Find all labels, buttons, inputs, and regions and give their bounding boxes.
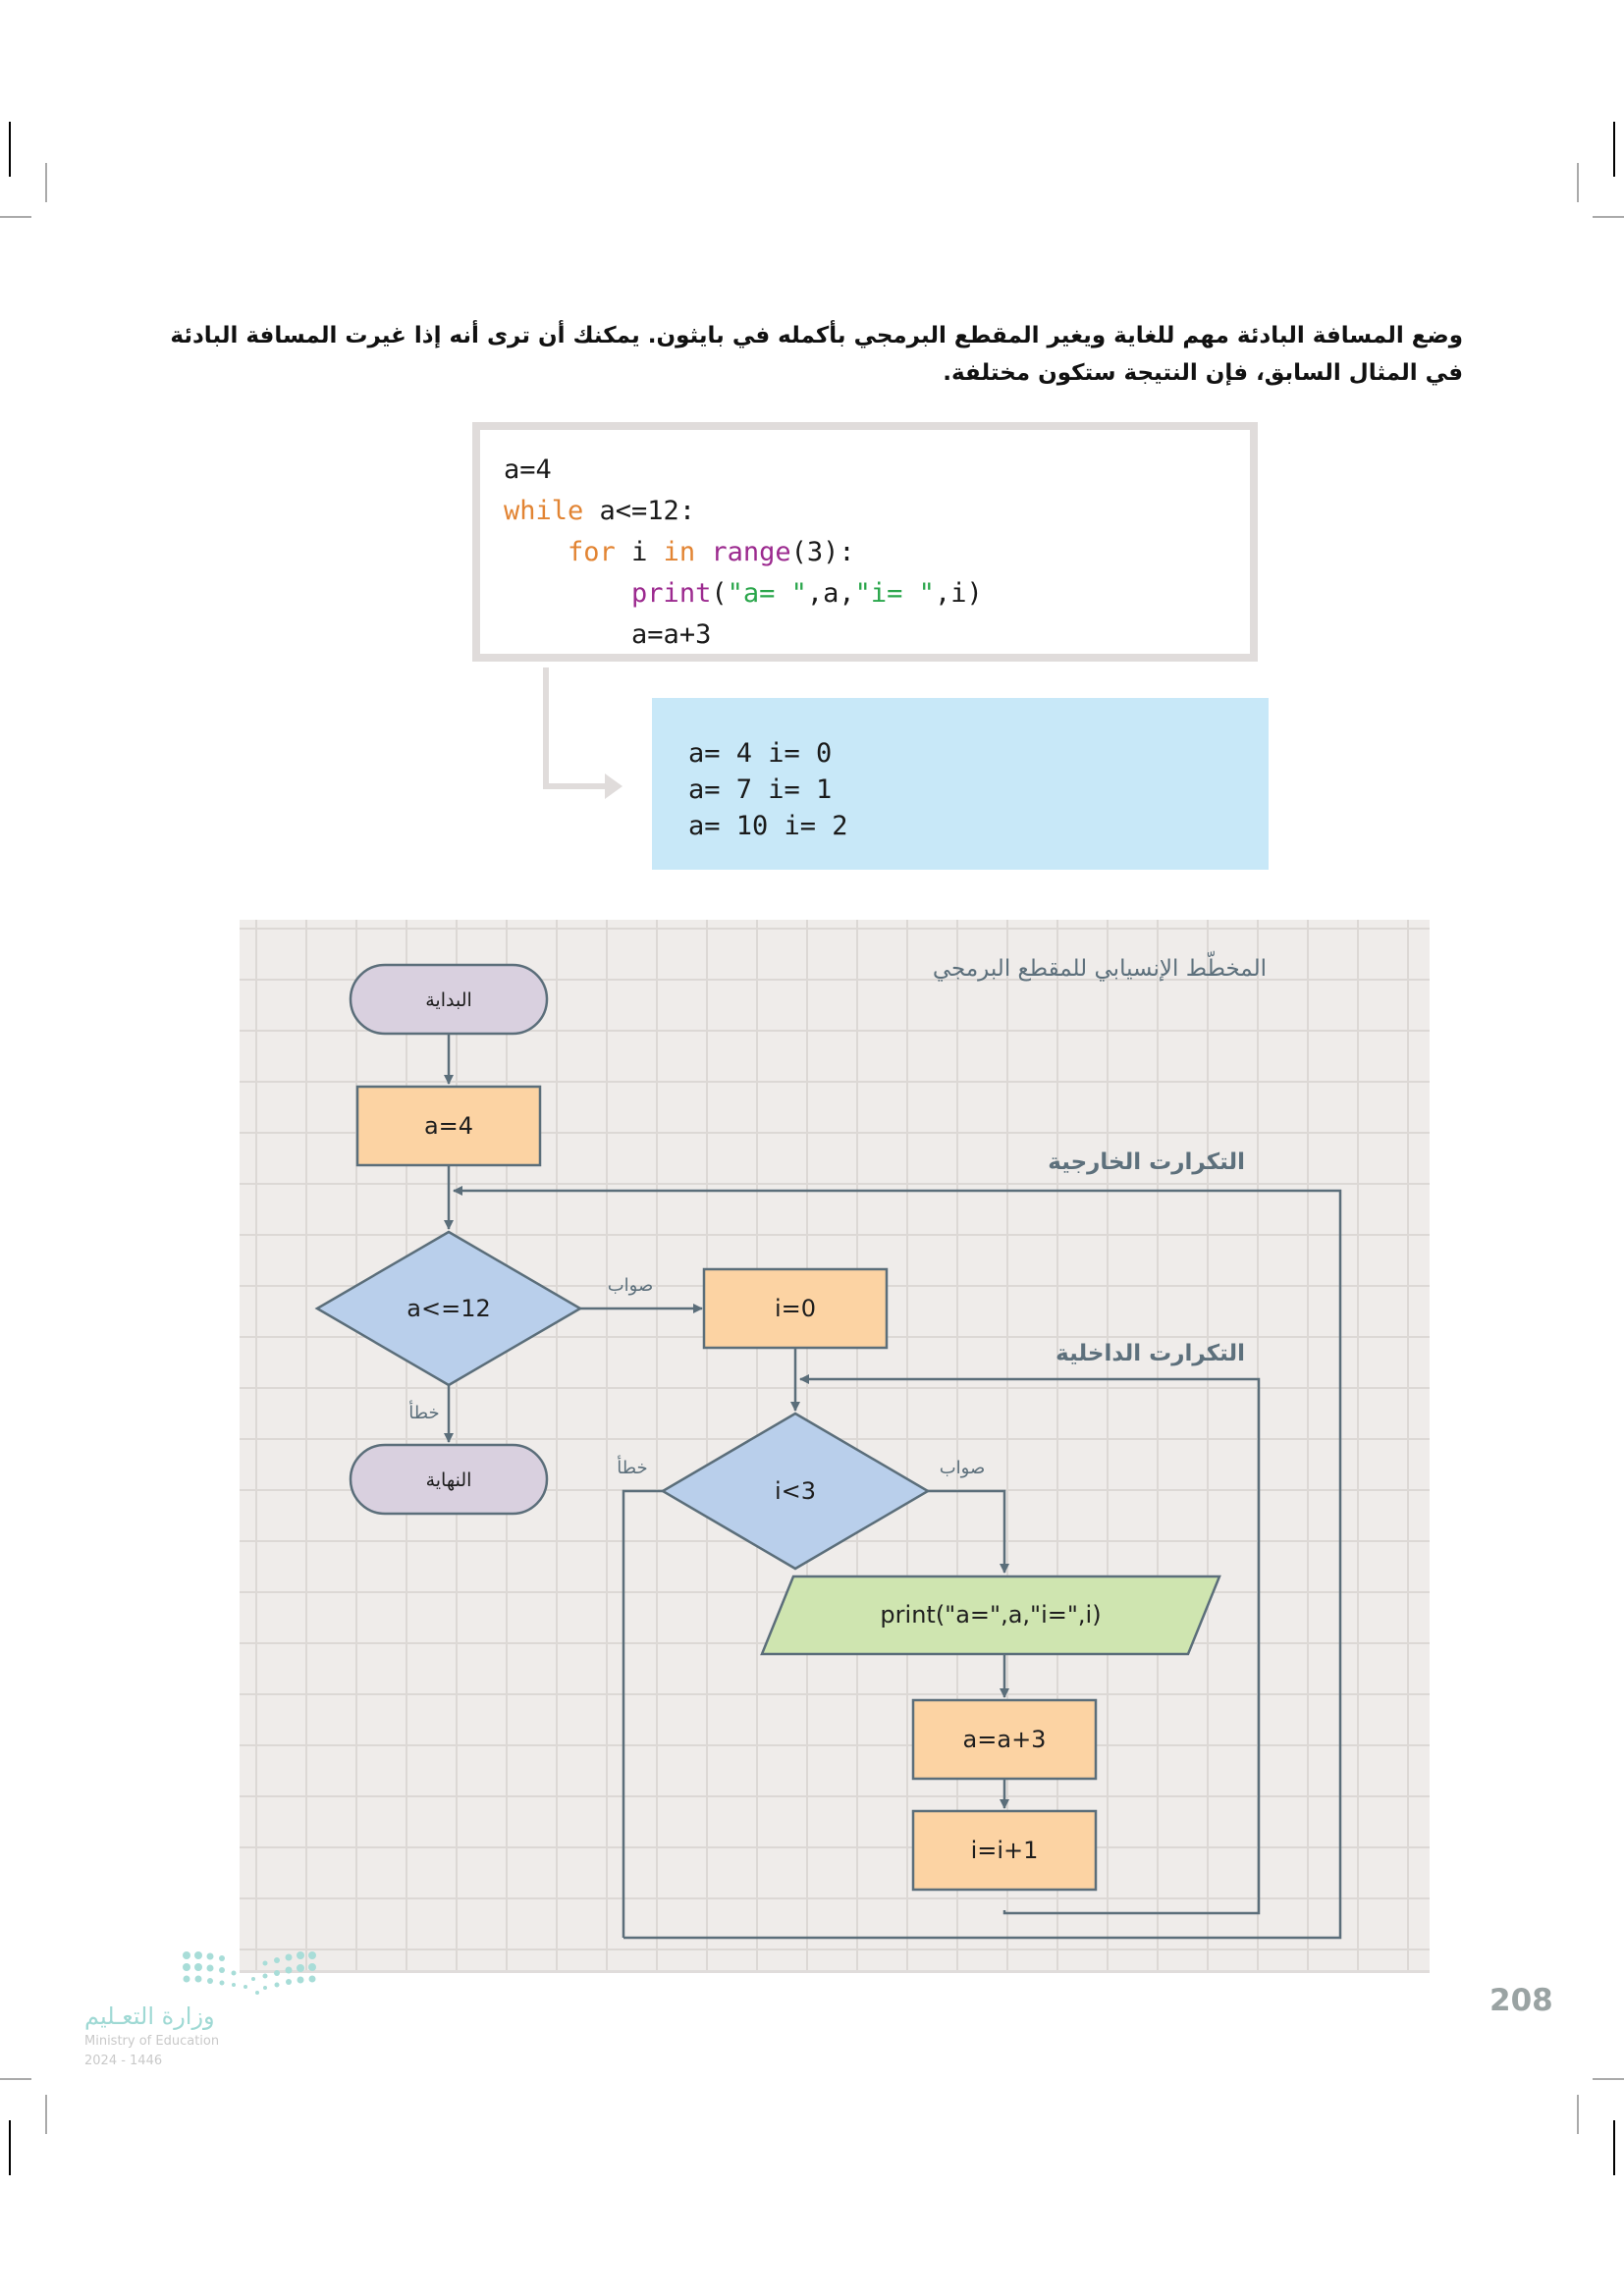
code-token: in xyxy=(663,537,696,567)
crop-mark xyxy=(45,2095,47,2134)
output-connector xyxy=(543,667,549,789)
inner-true-label: صواب xyxy=(940,1458,986,1478)
code-token: (3): xyxy=(790,537,855,567)
inc-i-label: i=i+1 xyxy=(971,1837,1039,1864)
logo-year-text: 2024 - 1446 xyxy=(84,2054,163,2068)
code-token: ,a, xyxy=(806,578,855,609)
code-token: a=4 xyxy=(504,454,552,485)
code-token: "a= " xyxy=(727,578,807,609)
code-token: a=a+3 xyxy=(631,619,712,650)
output-line: a= 4 i= 0 xyxy=(688,738,833,769)
outer-condition-decision xyxy=(314,1230,583,1387)
inc-a-label: a=a+3 xyxy=(963,1726,1047,1753)
intro-paragraph: وضع المسافة البادئة مهم للغاية ويغير الم… xyxy=(170,323,1463,386)
outer-condition-label: a<=12 xyxy=(406,1295,490,1322)
flowchart-svg: البداية a=4 a<=12 النهاية i=0 i<3 print(… xyxy=(314,951,1342,1940)
crop-mark xyxy=(1577,2095,1579,2134)
crop-mark xyxy=(1613,122,1615,177)
crop-mark xyxy=(45,163,47,202)
crop-mark xyxy=(1613,2120,1615,2175)
flowchart-panel: البداية a=4 a<=12 النهاية i=0 i<3 print(… xyxy=(240,920,1430,1973)
init-a-process xyxy=(355,1085,542,1167)
crop-mark xyxy=(1577,163,1579,202)
code-line: while a<=12: xyxy=(504,496,695,526)
end-terminal xyxy=(349,1443,549,1516)
code-token: for xyxy=(568,537,616,567)
logo-english-text: Ministry of Education xyxy=(84,2034,220,2049)
code-token xyxy=(695,537,711,567)
logo-dots-icon xyxy=(183,1951,316,1995)
init-i-label: i=0 xyxy=(775,1295,816,1322)
crop-mark xyxy=(9,122,11,177)
logo-arabic-text: وزارة التعـليم xyxy=(84,2002,215,2030)
init-a-label: a=4 xyxy=(424,1112,473,1140)
outer-false-label: خطأ xyxy=(408,1400,439,1423)
flowchart-title: المخطّط الإنسيابي للمقطع البرمجي xyxy=(933,951,1267,982)
page-number: 208 xyxy=(1489,1983,1553,2018)
print-label: print("a=",a,"i=",i) xyxy=(880,1601,1101,1629)
outer-true-label: صواب xyxy=(608,1275,654,1296)
init-i-process xyxy=(702,1267,889,1350)
code-line: print("a= ",a,"i= ",i) xyxy=(504,578,983,609)
output-line: a= 10 i= 2 xyxy=(688,811,848,841)
inner-false-label: خطأ xyxy=(617,1455,647,1478)
code-block: a=4 while a<=12: for i in range(3): prin… xyxy=(472,422,1258,662)
outer-loop-label: التكرارت الخارجية xyxy=(1048,1149,1245,1175)
code-line: a=4 xyxy=(504,454,552,485)
start-terminal xyxy=(349,963,549,1036)
inc-a-process xyxy=(911,1698,1098,1781)
inner-false-line xyxy=(622,1489,665,1938)
code-token: while xyxy=(504,496,584,526)
output-connector xyxy=(543,783,606,789)
code-line: a=a+3 xyxy=(504,619,711,650)
output-line: a= 7 i= 1 xyxy=(688,774,833,805)
code-listing: a=4 while a<=12: for i in range(3): prin… xyxy=(504,450,983,656)
code-token: i xyxy=(615,537,664,567)
code-token: ( xyxy=(711,578,728,609)
code-token: print xyxy=(631,578,712,609)
start-label: البداية xyxy=(425,989,472,1011)
crop-mark xyxy=(1593,216,1624,218)
output-block: a= 4 i= 0 a= 7 i= 1 a= 10 i= 2 xyxy=(652,698,1269,870)
code-line: for i in range(3): xyxy=(504,537,855,567)
ministry-logo: وزارة التعـليم Ministry of Education 202… xyxy=(84,1944,320,2081)
code-token: a<=12: xyxy=(583,496,696,526)
end-label: النهاية xyxy=(426,1469,472,1491)
print-io xyxy=(760,1575,1221,1656)
code-token: range xyxy=(711,537,791,567)
crop-mark xyxy=(0,216,31,218)
inc-i-process xyxy=(911,1809,1098,1892)
crop-mark xyxy=(9,2120,11,2175)
outer-loop-line xyxy=(453,1186,1342,1940)
flow-arrow xyxy=(928,1489,1009,1574)
arrow-right-icon xyxy=(605,774,623,799)
crop-mark xyxy=(1593,2078,1624,2080)
inner-condition-label: i<3 xyxy=(775,1477,816,1505)
code-token: "i= " xyxy=(854,578,935,609)
crop-mark xyxy=(0,2078,31,2080)
inner-loop-label: التكرارت الداخلية xyxy=(1056,1341,1245,1366)
program-output: a= 4 i= 0 a= 7 i= 1 a= 10 i= 2 xyxy=(688,735,848,844)
code-token: ,i) xyxy=(934,578,983,609)
inner-loop-line xyxy=(799,1374,1261,1915)
inner-condition-decision xyxy=(660,1412,931,1571)
